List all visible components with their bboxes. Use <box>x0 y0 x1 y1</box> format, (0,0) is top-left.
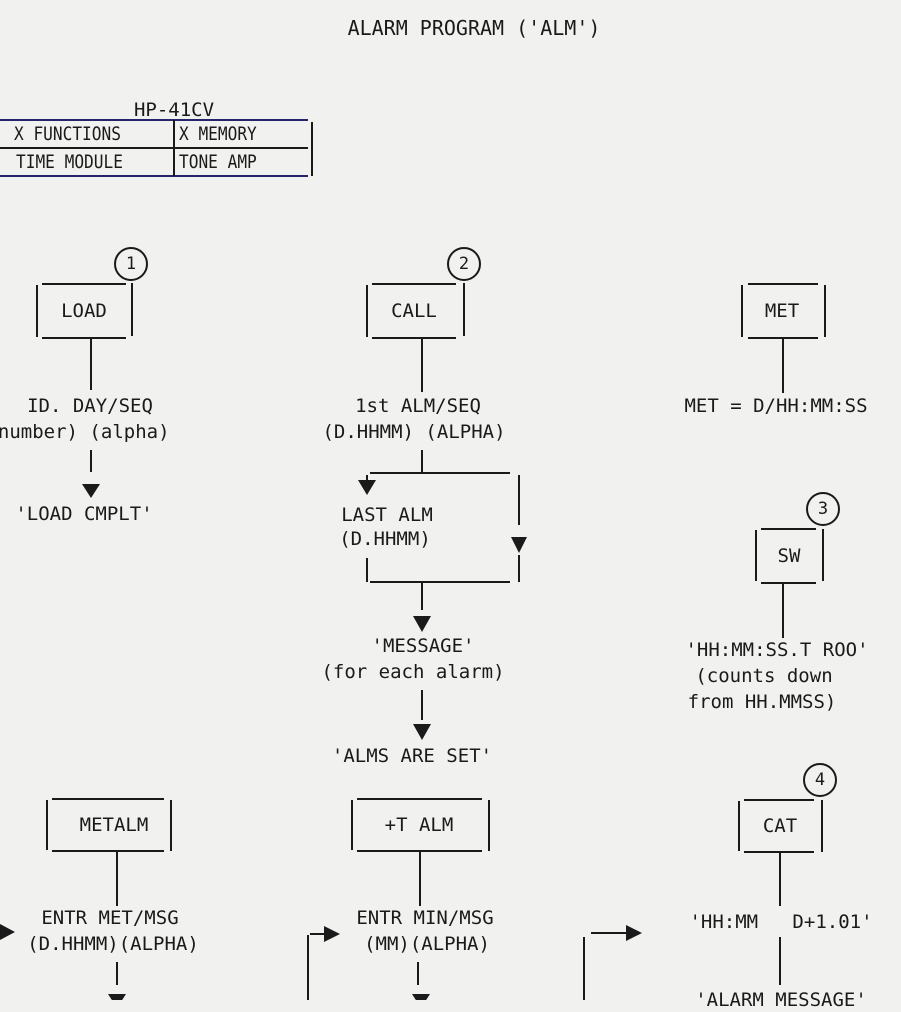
load-label: LOAD <box>61 300 107 322</box>
step-2-circle <box>447 247 481 281</box>
step-4-circle <box>803 763 837 797</box>
arrow-down-talm <box>412 994 430 1000</box>
requirement-x-functions: X FUNCTIONS <box>14 123 121 145</box>
arrow-down-message <box>413 616 431 632</box>
met-output: MET = D/HH:MM:SS <box>684 395 868 417</box>
call-result: 'ALMS ARE SET' <box>331 745 493 767</box>
call-branch-2: (D.HHMM) <box>339 528 431 550</box>
call-message-2: (for each alarm) <box>321 661 505 683</box>
cat-label: CAT <box>762 815 798 837</box>
page-title: ALARM PROGRAM ('ALM') <box>347 16 601 40</box>
call-output-2: (D.HHMM) (ALPHA) <box>322 421 506 443</box>
sw-label: SW <box>777 545 801 567</box>
requirement-x-memory: X MEMORY <box>179 123 257 145</box>
sw-output-2: (counts down <box>695 665 833 687</box>
arrow-down-load <box>82 484 100 498</box>
arrow-right-talm <box>324 926 340 942</box>
call-box <box>366 283 465 339</box>
talm-output-1: ENTR MIN/MSG <box>356 907 494 929</box>
step-3-circle <box>806 492 840 526</box>
call-branch-1: LAST ALM <box>341 504 433 526</box>
step-number-4: 4 <box>814 770 826 790</box>
load-result: 'LOAD CMPLT' <box>15 503 153 525</box>
arrow-down-last-alm <box>358 480 376 495</box>
call-label: CALL <box>391 300 437 322</box>
requirements-heading: HP-41CV <box>133 99 215 121</box>
arrow-down-alms-set <box>413 724 431 740</box>
met-label: MET <box>764 300 800 322</box>
requirement-tone-amp: TONE AMP <box>179 151 257 173</box>
arrow-down-branch-right <box>511 537 527 553</box>
sw-output-3: from HH.MMSS) <box>687 691 837 713</box>
sw-output-1: 'HH:MM:SS.T ROO' <box>685 639 869 661</box>
metalm-label: METALM <box>79 814 149 836</box>
step-1-circle <box>114 247 148 281</box>
talm-output-2: (MM)(ALPHA) <box>364 933 490 955</box>
step-number-1: 1 <box>125 254 137 274</box>
sw-box <box>755 528 824 584</box>
metalm-output-2: (D.HHMM)(ALPHA) <box>27 933 199 955</box>
metalm-box <box>46 798 172 852</box>
cat-result: 'ALARM MESSAGE' <box>695 989 867 1011</box>
load-output-1: ID. DAY/SEQ <box>27 395 153 417</box>
arrow-down-metalm <box>108 994 126 1000</box>
arrow-right-metalm <box>0 924 15 940</box>
talm-label: +T ALM <box>384 814 454 836</box>
step-number-3: 3 <box>817 499 829 519</box>
call-output-1: 1st ALM/SEQ <box>355 395 481 417</box>
requirement-time-module: TIME MODULE <box>16 151 123 173</box>
load-box <box>36 283 133 339</box>
cat-output: 'HH:MM D+1.01' <box>689 911 873 933</box>
arrow-right-cat <box>626 925 642 941</box>
call-message-1: 'MESSAGE' <box>371 635 475 657</box>
step-number-2: 2 <box>458 254 470 274</box>
metalm-output-1: ENTR MET/MSG <box>41 907 179 929</box>
load-output-2: (number) (alpha) <box>0 421 170 443</box>
